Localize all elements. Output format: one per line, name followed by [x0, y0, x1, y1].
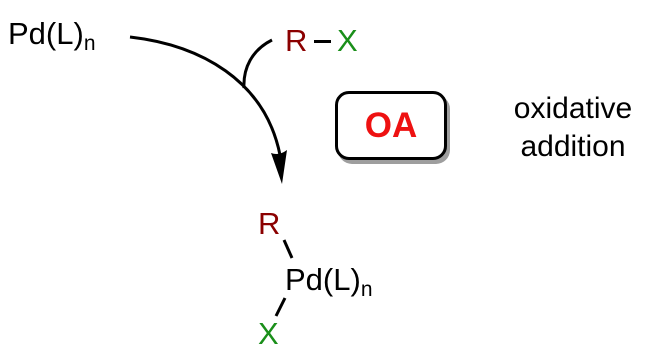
reactant-pd-label: Pd(L)n	[8, 16, 96, 54]
step-name-line2: addition	[520, 130, 626, 163]
oa-badge: OA	[335, 91, 447, 160]
product-metal: Pd(L)	[285, 262, 361, 297]
reaction-arrow	[129, 35, 282, 156]
step-name-line1: oxidative	[513, 92, 633, 125]
reagent-x: X	[337, 23, 358, 58]
reagent-bond	[314, 40, 331, 43]
product-r: R	[258, 206, 281, 241]
product-pd-label: Pd(L)n	[285, 262, 373, 300]
reagent-r: R	[285, 23, 308, 58]
reagent-curve	[242, 38, 273, 89]
bond-r-pd	[282, 239, 294, 259]
product-x: X	[258, 316, 279, 351]
oa-label: OA	[364, 106, 418, 145]
arrowhead	[271, 150, 287, 184]
step-description: oxidative addition	[503, 90, 643, 166]
product-subscript: n	[360, 278, 373, 301]
reactant-subscript: n	[83, 32, 96, 55]
bond-pd-x	[274, 297, 287, 317]
reactant-metal: Pd(L)	[8, 16, 84, 51]
